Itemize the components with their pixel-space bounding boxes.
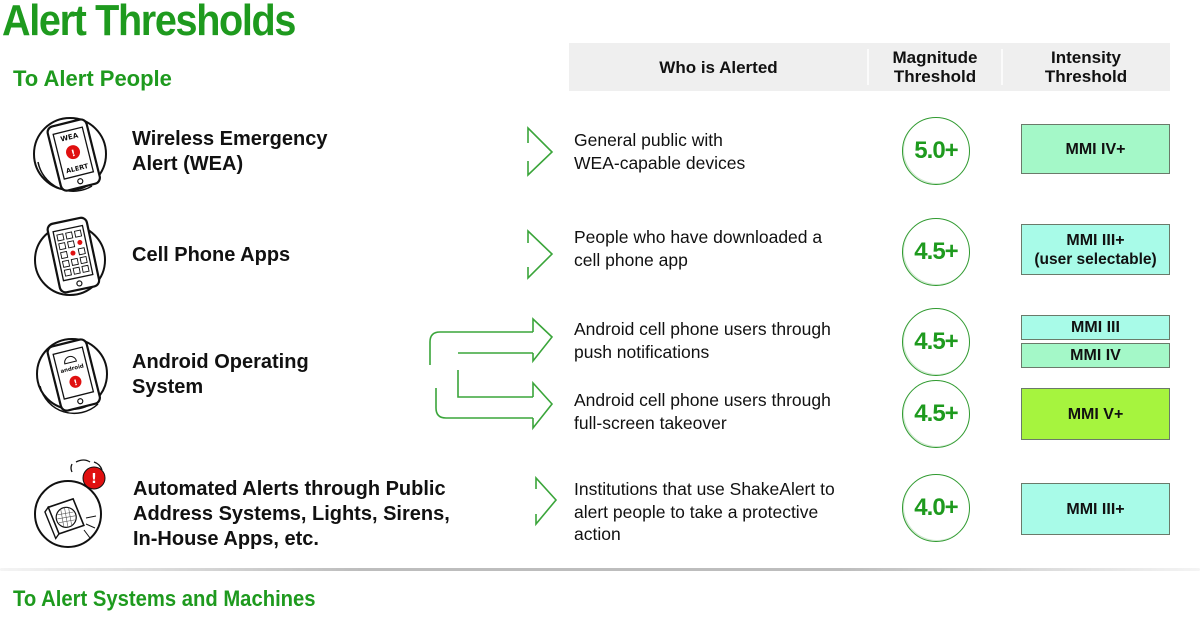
- section-divider: [0, 568, 1200, 571]
- header-divider: [867, 49, 869, 85]
- loudspeaker-alert-icon: !: [32, 458, 114, 554]
- svg-text:!: !: [70, 149, 76, 160]
- header-intensity-line2: Threshold: [1044, 67, 1128, 86]
- arrow-automated: [498, 475, 558, 527]
- android-icon-text: android: [60, 363, 85, 375]
- header-intensity-line1: Intensity: [1051, 48, 1121, 67]
- magnitude-badge-automated: 4.0+: [902, 474, 970, 542]
- header-who-is-alerted: Who is Alerted: [659, 57, 778, 77]
- intensity-box-automated: MMI III+: [1021, 483, 1170, 535]
- who-line: Android cell phone users through: [574, 390, 831, 410]
- source-automated-line2: Address Systems, Lights, Sirens,: [133, 503, 450, 525]
- who-line: WEA-capable devices: [574, 152, 746, 173]
- source-wea-line2: Alert (WEA): [132, 153, 244, 175]
- intensity-box-android-push-iv: MMI IV: [1021, 343, 1170, 368]
- source-android-line1: Android Operating: [132, 351, 309, 373]
- header-intensity-threshold: Intensity Threshold: [1002, 43, 1170, 91]
- intensity-box-android-fullscreen: MMI V+: [1021, 388, 1170, 440]
- who-line: Android cell phone users through: [574, 319, 831, 339]
- arrow-wea: [352, 126, 554, 177]
- source-apps-label: Cell Phone Apps: [132, 243, 290, 268]
- intensity-label: MMI III+: [1066, 231, 1125, 249]
- app-grid-phone-icon: [32, 212, 114, 302]
- who-line: push notifications: [574, 341, 710, 362]
- intensity-box-wea: MMI IV+: [1021, 124, 1170, 174]
- source-android-label: Android Operating System: [132, 350, 309, 400]
- intensity-box-android-push-iii: MMI III: [1021, 315, 1170, 340]
- intensity-sublabel: (user selectable): [1034, 250, 1157, 268]
- arrow-android-split: [330, 317, 554, 431]
- source-automated-line3: In-House Apps, etc.: [133, 528, 319, 550]
- wea-phone-icon: ! WEA ALERT: [32, 110, 114, 200]
- intensity-label: MMI V+: [1067, 405, 1124, 423]
- intensity-label: MMI III+: [1066, 500, 1125, 518]
- who-line: People who have downloaded a: [574, 227, 823, 247]
- who-line: cell phone app: [574, 249, 688, 270]
- who-line: alert people to take a protective: [574, 501, 819, 522]
- magnitude-badge-android-fullscreen: 4.5+: [902, 380, 970, 448]
- who-line: full-screen takeover: [574, 412, 727, 433]
- who-line: General public with: [574, 130, 723, 150]
- who-row-android-push: Android cell phone users through push no…: [574, 318, 831, 363]
- android-phone-icon: android !: [32, 330, 114, 420]
- intensity-label: MMI IV: [1070, 347, 1121, 364]
- who-line: Institutions that use ShakeAlert to: [574, 479, 835, 499]
- who-row-android-fullscreen: Android cell phone users through full-sc…: [574, 389, 831, 434]
- who-row-wea: General public with WEA-capable devices: [574, 129, 745, 174]
- source-automated-label: Automated Alerts through Public Address …: [133, 477, 450, 552]
- intensity-label: MMI III: [1071, 319, 1120, 336]
- svg-text:!: !: [91, 472, 97, 487]
- header-divider: [1001, 49, 1003, 85]
- magnitude-badge-apps: 4.5+: [902, 218, 970, 286]
- who-row-apps: People who have downloaded a cell phone …: [574, 226, 822, 271]
- source-wea-line1: Wireless Emergency: [132, 128, 328, 150]
- source-android-line2: System: [132, 376, 204, 398]
- svg-text:!: !: [73, 378, 79, 388]
- source-wea-label: Wireless Emergency Alert (WEA): [132, 127, 327, 177]
- header-magnitude-threshold: Magnitude Threshold: [868, 43, 1002, 91]
- arrow-apps: [365, 229, 554, 280]
- who-row-automated: Institutions that use ShakeAlert to aler…: [574, 478, 835, 546]
- section-heading-machines: To Alert Systems and Machines: [13, 586, 316, 611]
- who-line: action: [574, 524, 621, 544]
- header-magnitude-line2: Threshold: [893, 67, 977, 86]
- intensity-label: MMI IV+: [1065, 140, 1126, 158]
- page-title: Alert Thresholds: [2, 0, 296, 45]
- source-apps-line1: Cell Phone Apps: [132, 244, 291, 266]
- section-heading-people: To Alert People: [13, 66, 172, 91]
- header-magnitude-line1: Magnitude: [892, 48, 978, 67]
- magnitude-badge-android-push: 4.5+: [902, 308, 970, 376]
- table-header: Who is Alerted Magnitude Threshold Inten…: [569, 43, 1170, 91]
- intensity-box-apps: MMI III+ (user selectable): [1021, 224, 1170, 275]
- source-automated-line1: Automated Alerts through Public: [133, 478, 446, 500]
- magnitude-badge-wea: 5.0+: [902, 117, 970, 185]
